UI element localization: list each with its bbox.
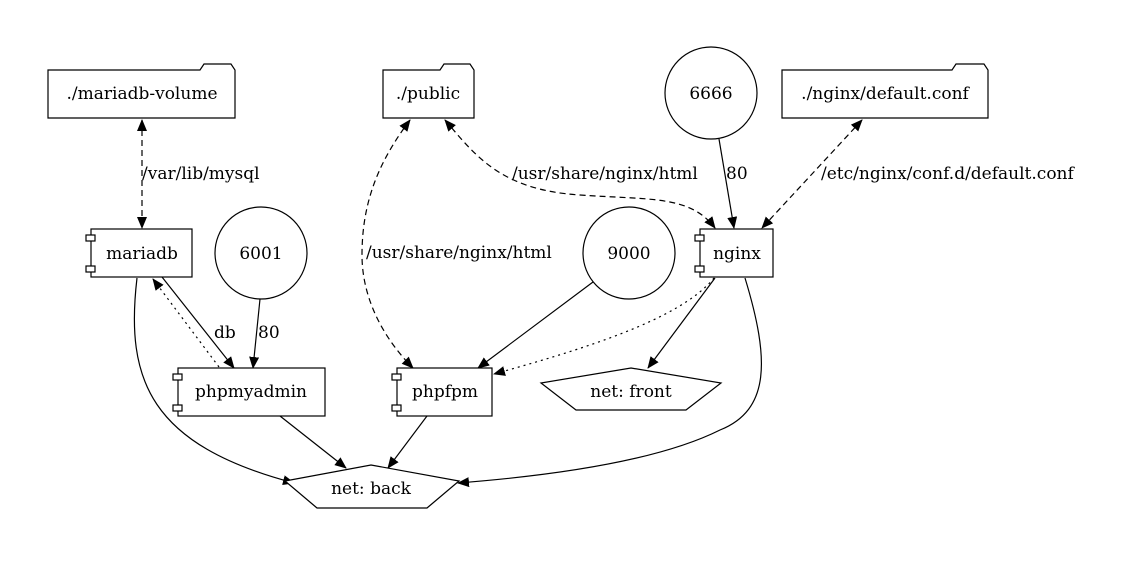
component-port-icon (694, 265, 705, 273)
edges (133, 119, 863, 488)
network-pentagon (283, 464, 461, 509)
edge-public-phpfpm (361, 119, 414, 369)
component-port-icon (391, 373, 402, 381)
port-node-6666: 6666 (664, 46, 758, 140)
edge-labels: /var/lib/mysql /usr/share/nginx/html 80 … (142, 164, 1076, 343)
edge-phpmyadmin-netback (279, 415, 347, 469)
folder-icon (47, 63, 236, 119)
component-port-icon (85, 234, 96, 242)
network-pentagon (539, 367, 723, 411)
component-box (396, 367, 493, 417)
edge-6666-nginx (718, 138, 738, 229)
port-node-6001: 6001 (214, 206, 308, 300)
edge-label-nginx-html-mount: /usr/share/nginx/html (512, 164, 698, 184)
edge-label-db-link: db (214, 323, 236, 343)
edge-nginx-netback (457, 277, 762, 488)
component-node-nginx: nginx (694, 228, 774, 278)
edge-mariadb-netback (133, 277, 295, 486)
node-label-mariadb: mariadb (106, 244, 178, 264)
node-label-phpfpm: phpfpm (412, 382, 478, 402)
folder-node-nginx-conf: ./nginx/default.conf (781, 63, 989, 119)
edge-nginx-netfront (647, 277, 716, 369)
edge-public-nginx (444, 119, 716, 229)
component-node-mariadb: mariadb (85, 228, 193, 278)
component-port-icon (172, 373, 183, 381)
component-port-icon (172, 404, 183, 412)
node-label-nginx-conf: ./nginx/default.conf (801, 84, 970, 104)
edge-phpmyadmin-mariadb-dotted (152, 278, 220, 368)
edge-phpfpm-netback (387, 415, 428, 469)
port-circle (214, 206, 308, 300)
component-port-icon (85, 265, 96, 273)
port-circle (582, 206, 676, 300)
node-label-mariadb-volume: ./mariadb-volume (67, 84, 218, 104)
node-label-6001: 6001 (239, 244, 282, 264)
edge-nginxconf-nginx (761, 119, 863, 229)
component-node-phpfpm: phpfpm (391, 367, 493, 417)
edge-9000-phpfpm (477, 278, 598, 369)
component-port-icon (391, 404, 402, 412)
component-box (177, 367, 326, 417)
node-label-6666: 6666 (689, 84, 732, 104)
port-node-9000: 9000 (582, 206, 676, 300)
edge-label-6001-target: 80 (258, 323, 280, 343)
network-node-front: net: front (539, 367, 723, 411)
node-label-9000: 9000 (607, 244, 650, 264)
node-label-net-front: net: front (590, 382, 672, 402)
component-node-phpmyadmin: phpmyadmin (172, 367, 326, 417)
edge-label-6666-target: 80 (726, 164, 748, 184)
network-node-back: net: back (283, 464, 461, 509)
edge-nginx-phpfpm-dotted (493, 277, 715, 376)
node-label-public: ./public (396, 84, 460, 104)
edge-label-conf-mount: /etc/nginx/conf.d/default.conf (821, 164, 1076, 184)
node-label-net-back: net: back (331, 479, 412, 499)
port-circle (664, 46, 758, 140)
component-box (699, 228, 774, 278)
component-port-icon (694, 234, 705, 242)
edge-mariadb-phpmyadmin (161, 276, 235, 369)
node-label-phpmyadmin: phpmyadmin (195, 382, 307, 402)
edge-label-mysql-mount: /var/lib/mysql (142, 164, 260, 184)
folder-icon (382, 63, 475, 119)
edge-label-phpfpm-html-mount: /usr/share/nginx/html (366, 243, 552, 263)
folder-node-public: ./public (382, 63, 475, 119)
node-label-nginx: nginx (713, 244, 761, 264)
folder-icon (781, 63, 989, 119)
edge-6001-phpmyadmin (249, 298, 261, 369)
component-box (90, 228, 193, 278)
folder-node-mariadb-volume: ./mariadb-volume (47, 63, 236, 119)
